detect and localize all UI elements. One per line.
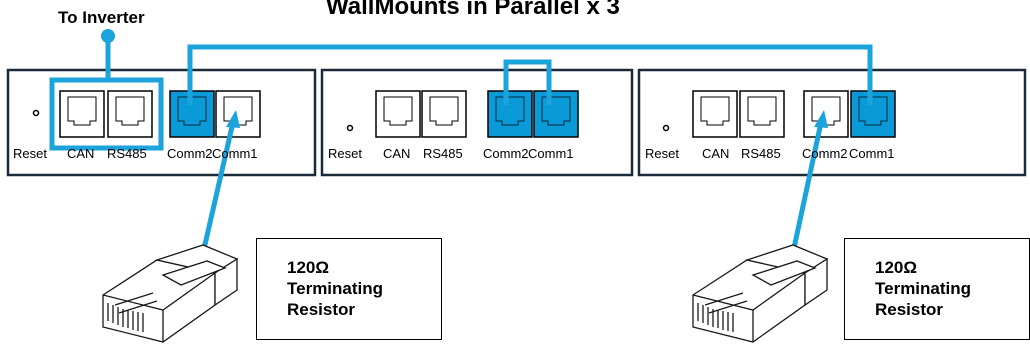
can-label: CAN <box>702 146 730 161</box>
resistor-label-box-2: 120Ω Terminating Resistor <box>844 238 1030 340</box>
comm1-label: Comm1 <box>528 146 574 161</box>
resistor-label-text: 120Ω Terminating Resistor <box>875 257 971 320</box>
rs485-label: RS485 <box>107 146 147 161</box>
diagram-title: WallMounts in Parallel x 3 <box>326 0 620 20</box>
can-label: CAN <box>383 146 411 161</box>
resistor-lead-1 <box>198 117 237 263</box>
reset-pinhole <box>346 124 354 132</box>
comm2-port-jack <box>803 90 849 138</box>
resistor-label-box-1: 120Ω Terminating Resistor <box>256 238 442 340</box>
can-port-jack <box>59 90 105 138</box>
inverter-label: To Inverter <box>58 8 145 27</box>
rs485-port-jack <box>421 90 467 138</box>
rs485-port-jack <box>107 90 153 138</box>
reset-pinhole <box>32 109 40 117</box>
rj45-terminator-plug-1 <box>102 244 239 343</box>
resistor-lead-2 <box>788 117 825 263</box>
reset-label: Reset <box>645 146 679 161</box>
comm1-port-jack <box>215 90 261 138</box>
link-unit1-comm2-to-unit3-comm1 <box>187 44 873 105</box>
resistor-lead-arrow-1 <box>226 110 240 128</box>
comm2-port-jack <box>487 90 533 138</box>
comm2-label: Comm2 <box>167 146 213 161</box>
comm2-label: Comm2 <box>802 146 848 161</box>
comm1-label: Comm1 <box>212 146 258 161</box>
resistor-value: 120Ω <box>875 258 917 277</box>
resistor-value: 120Ω <box>287 258 329 277</box>
rs485-port-jack <box>739 90 785 138</box>
comm2-label: Comm2 <box>483 146 529 161</box>
resistor-word: Resistor <box>875 300 944 319</box>
can-port-jack <box>375 90 421 138</box>
reset-pinhole <box>662 124 670 132</box>
resistor-type: Terminating <box>875 279 972 298</box>
inverter-connector-dot <box>101 29 115 43</box>
reset-label: Reset <box>328 146 362 161</box>
resistor-label-text: 120Ω Terminating Resistor <box>287 257 383 320</box>
reset-label: Reset <box>13 146 47 161</box>
comm1-port-jack <box>533 90 579 138</box>
can-label: CAN <box>67 146 95 161</box>
wallmount-unit-2 <box>320 68 634 177</box>
link-unit2-comm2-to-unit2-comm1 <box>503 59 552 105</box>
can-port-jack <box>692 90 738 138</box>
resistor-word: Resistor <box>287 300 356 319</box>
rs485-label: RS485 <box>741 146 781 161</box>
resistor-lead-arrow-2 <box>814 110 828 128</box>
comm1-label: Comm1 <box>849 146 895 161</box>
comm1-port-jack <box>850 90 896 138</box>
rs485-label: RS485 <box>423 146 463 161</box>
resistor-type: Terminating <box>287 279 384 298</box>
rj45-terminator-plug-2 <box>692 244 829 343</box>
